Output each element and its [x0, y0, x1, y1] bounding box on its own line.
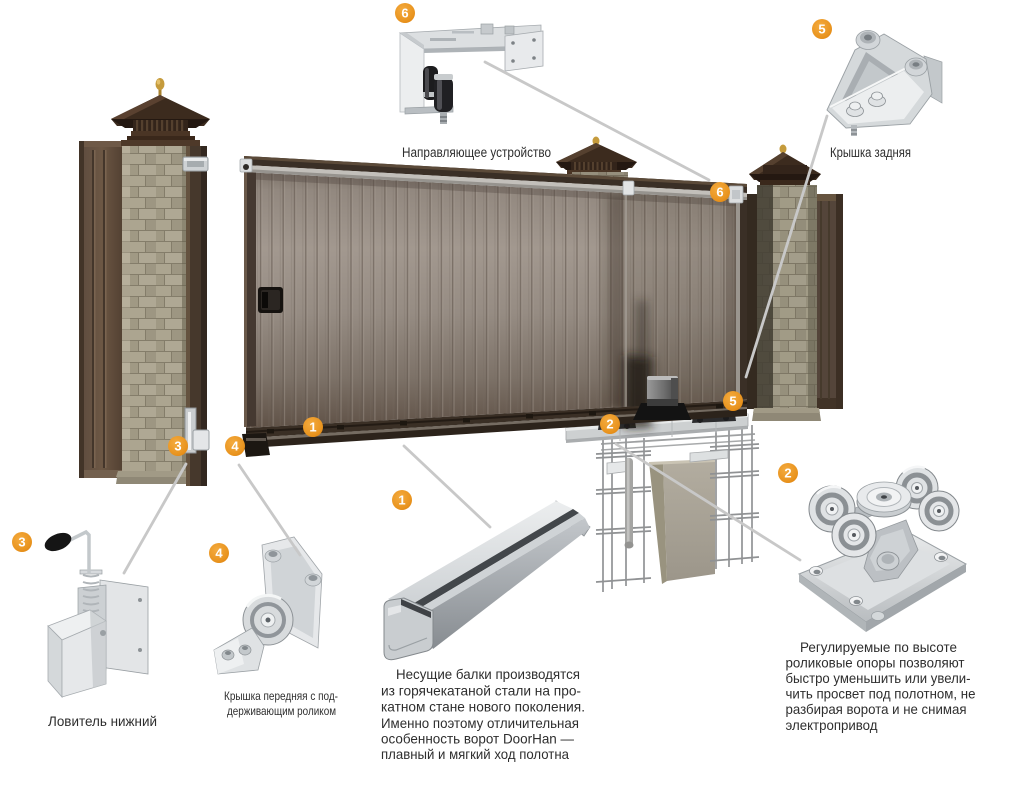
- svg-text:Направляющее устройство: Направляющее устройство: [402, 145, 551, 160]
- svg-text:особенность ворот DoorHan —: особенность ворот DoorHan —: [381, 731, 574, 747]
- svg-text:плавный и мягкий ход полотна: плавный и мягкий ход полотна: [381, 746, 569, 762]
- svg-text:из горячекатаной стали на про-: из горячекатаной стали на про-: [381, 683, 581, 699]
- svg-text:держивающим роликом: держивающим роликом: [227, 704, 336, 718]
- svg-text:4: 4: [231, 439, 239, 454]
- svg-text:2: 2: [606, 417, 613, 432]
- svg-text:6: 6: [401, 6, 408, 21]
- svg-text:быстро уменьшить или увели-: быстро уменьшить или увели-: [786, 670, 971, 686]
- svg-text:1: 1: [309, 420, 316, 435]
- svg-text:чить просвет под полотном, не: чить просвет под полотном, не: [786, 686, 976, 702]
- svg-text:2: 2: [784, 466, 791, 481]
- svg-text:Несущие балки производятся: Несущие балки производятся: [396, 666, 580, 682]
- svg-text:5: 5: [729, 394, 736, 409]
- svg-text:1: 1: [398, 493, 405, 508]
- svg-text:Регулируемые по высоте: Регулируемые по высоте: [800, 639, 957, 655]
- svg-text:Крышка передняя с под-: Крышка передняя с под-: [224, 689, 338, 703]
- svg-text:Именно поэтому отличительная: Именно поэтому отличительная: [381, 715, 579, 731]
- svg-text:5: 5: [818, 22, 825, 37]
- svg-text:электропривод: электропривод: [786, 717, 878, 733]
- svg-text:4: 4: [215, 546, 223, 561]
- svg-text:3: 3: [18, 535, 25, 550]
- svg-text:Ловитель нижний: Ловитель нижний: [48, 713, 157, 729]
- svg-text:3: 3: [174, 439, 181, 454]
- svg-text:катном стане нового поколения.: катном стане нового поколения.: [381, 699, 585, 715]
- svg-text:разбирая ворота и не снимая: разбирая ворота и не снимая: [786, 701, 967, 717]
- svg-text:Крышка задняя: Крышка задняя: [830, 145, 911, 160]
- svg-text:роликовые опоры позволяют: роликовые опоры позволяют: [786, 655, 966, 671]
- svg-text:6: 6: [716, 185, 723, 200]
